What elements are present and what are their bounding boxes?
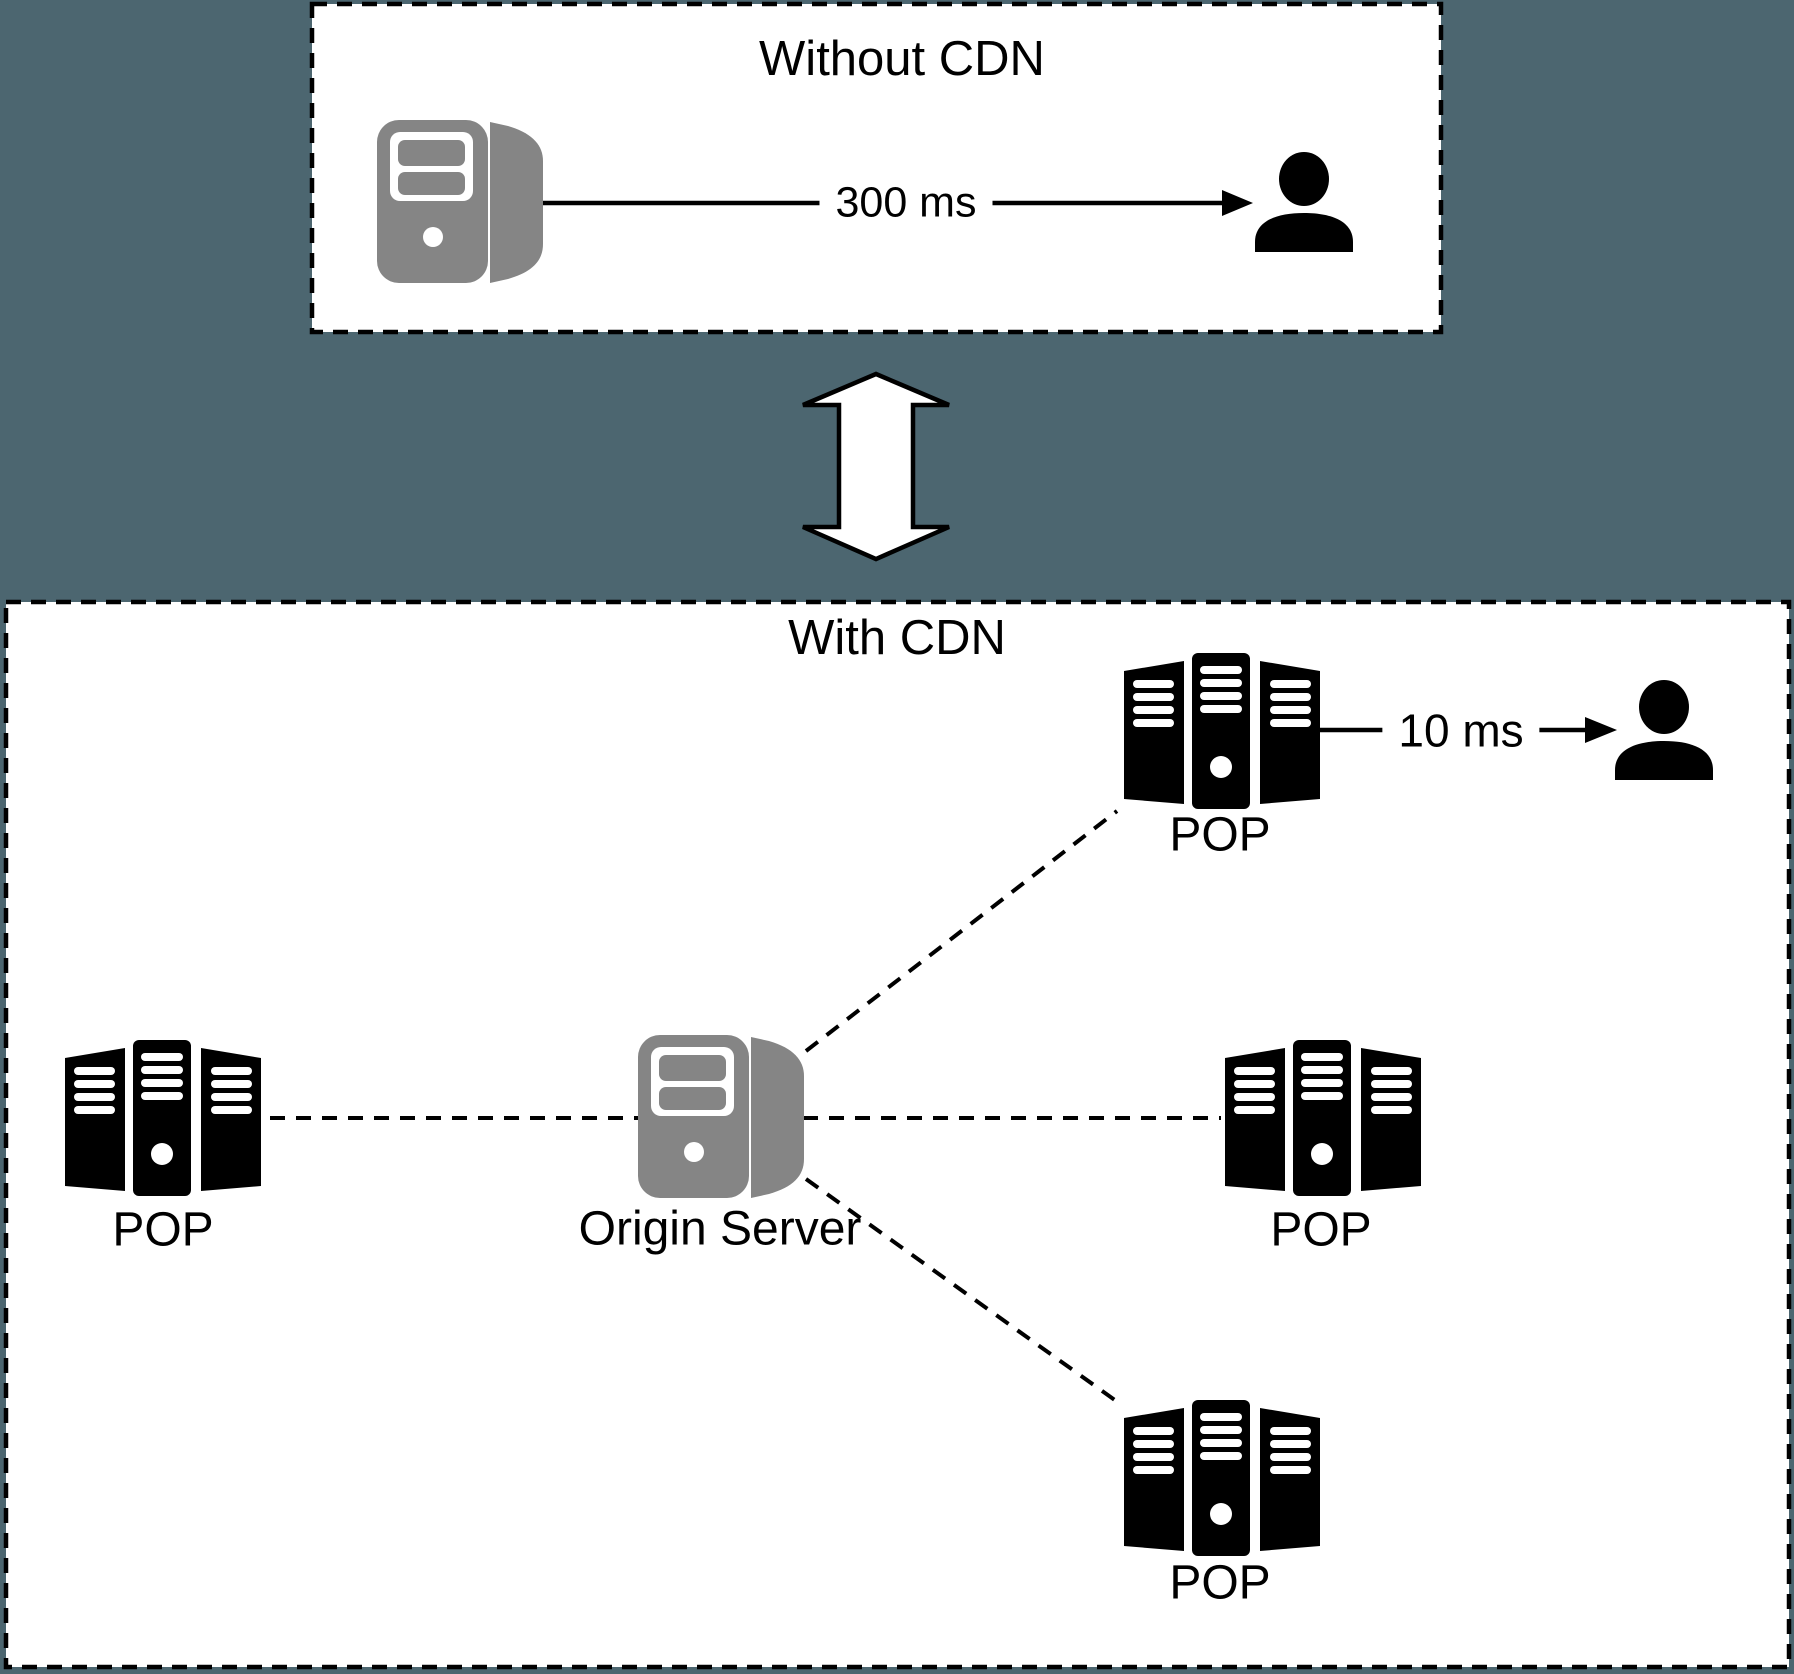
with-cdn-border bbox=[3, 599, 1792, 1670]
pop-label-left: POP bbox=[112, 1203, 214, 1257]
without-cdn-title: Without CDN bbox=[759, 32, 1045, 87]
with-cdn-title: With CDN bbox=[788, 611, 1006, 666]
without-cdn-border bbox=[309, 1, 1444, 335]
pop-rack-right-icon bbox=[1223, 1040, 1423, 1196]
origin-pop-link-bottom bbox=[804, 1177, 1121, 1405]
origin-pop-link-top bbox=[804, 809, 1119, 1053]
pop-rack-left-icon bbox=[63, 1040, 263, 1196]
swap-arrow-icon bbox=[799, 371, 953, 562]
pop-label-top: POP bbox=[1169, 808, 1271, 862]
with-cdn-latency-label: 10 ms bbox=[1382, 706, 1540, 757]
pop-label-right: POP bbox=[1270, 1203, 1372, 1257]
without-cdn-latency-label: 300 ms bbox=[819, 179, 993, 227]
without-cdn-server-icon bbox=[377, 120, 543, 285]
origin-server-icon bbox=[638, 1035, 804, 1200]
with-cdn-panel bbox=[6, 602, 1789, 1667]
origin-server-label: Origin Server bbox=[578, 1202, 862, 1256]
without-cdn-person-icon bbox=[1255, 152, 1353, 252]
with-cdn-person-icon bbox=[1615, 680, 1713, 780]
pop-label-bottom: POP bbox=[1169, 1556, 1271, 1610]
pop-rack-top-icon bbox=[1122, 653, 1322, 809]
pop-rack-bottom-icon bbox=[1122, 1400, 1322, 1556]
